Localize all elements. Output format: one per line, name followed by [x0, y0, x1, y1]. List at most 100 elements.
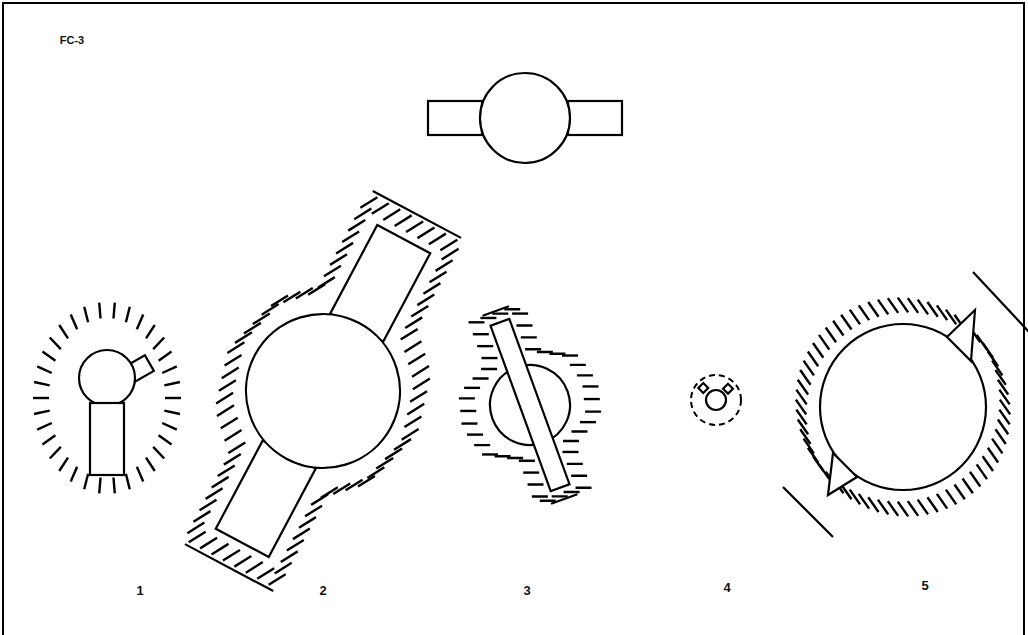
hatching [796, 298, 1010, 517]
hatch-stroke [988, 448, 998, 463]
hatch-stroke [992, 439, 1002, 454]
hatch-stroke [228, 438, 245, 458]
figure-code: FC-3 [60, 34, 84, 46]
hatch-stroke [537, 347, 553, 357]
hatch-stroke [126, 474, 130, 490]
hatch-stroke [918, 300, 928, 315]
hatch-stroke [859, 494, 869, 509]
hatch-stroke [868, 302, 878, 317]
hatch-stroke [999, 390, 1009, 405]
hatch-stroke [71, 467, 77, 482]
edge-line [551, 494, 577, 504]
hatch-stroke [405, 313, 422, 333]
hatching [140, 169, 505, 612]
hatch-stroke [221, 413, 238, 433]
hatch-stroke [246, 557, 263, 577]
hatch-stroke [383, 205, 400, 225]
hatch-stroke [528, 479, 544, 489]
hatch-stroke [257, 563, 274, 583]
hatch-stroke [212, 539, 229, 559]
satellite-body [706, 390, 726, 410]
solar-panel [428, 101, 482, 135]
hatch-stroke [460, 406, 476, 416]
hatch-stroke [308, 279, 325, 299]
hatch-stroke [159, 351, 172, 360]
hatch-stroke [482, 353, 498, 363]
hatch-stroke [234, 551, 251, 571]
hatch-stroke [908, 298, 918, 313]
hatch-stroke [571, 426, 587, 436]
hatch-stroke [796, 410, 806, 425]
hatch-stroke [808, 352, 818, 367]
hatch-stroke [927, 497, 937, 512]
hatch-stroke [495, 451, 511, 461]
hatch-stroke [200, 533, 217, 553]
hatch-stroke [878, 500, 888, 515]
solar-panel [723, 384, 733, 394]
hatch-stroke [126, 307, 130, 323]
hatch-stroke [372, 199, 389, 219]
hatch-stroke [459, 393, 475, 403]
figure-number: 3 [523, 583, 530, 598]
hatch-stroke [162, 366, 177, 373]
hatch-stroke [580, 417, 596, 427]
hatch-stroke [878, 300, 888, 315]
hatch-stroke [898, 298, 908, 313]
hatch-stroke [898, 502, 908, 517]
hatch-stroke [850, 490, 860, 505]
hatch-stroke [225, 350, 242, 370]
hatch-stroke [908, 501, 918, 516]
hatch-stroke [404, 337, 421, 357]
hatch-stroke [523, 467, 539, 477]
hatch-stroke [507, 453, 523, 463]
satellite-body [79, 350, 135, 406]
reference-satellite [428, 73, 622, 163]
satellite-view-4 [691, 375, 741, 425]
hatch-stroke [42, 351, 55, 360]
hatch-stroke [473, 373, 489, 383]
hatch-stroke [34, 411, 50, 414]
hatch-stroke [826, 328, 836, 343]
hatch-stroke [222, 363, 239, 383]
hatch-stroke [37, 423, 52, 430]
hatch-guide [41, 310, 173, 486]
hatch-stroke [71, 314, 77, 329]
hatch-stroke [162, 423, 177, 430]
hatch-stroke [800, 370, 810, 385]
hatch-stroke [562, 350, 578, 360]
hatch-stroke [412, 361, 429, 381]
hatch-stroke [584, 394, 600, 404]
edge-line [973, 272, 1028, 347]
satellite-view-2 [139, 166, 507, 615]
hatch-stroke [888, 298, 898, 313]
solar-panel [491, 319, 570, 491]
hatch-stroke [354, 204, 371, 224]
hatch-stroke [563, 436, 579, 446]
hatch-stroke [429, 229, 446, 249]
hatch-stroke [42, 435, 55, 444]
hatch-stroke [888, 501, 898, 516]
hatch-stroke [217, 401, 234, 421]
hatch-stroke [549, 349, 565, 359]
hatch-stroke [225, 425, 242, 445]
hatch-stroke [410, 386, 427, 406]
hatch-stroke [474, 440, 490, 450]
hatch-stroke [859, 305, 869, 320]
hatch-stroke [937, 494, 947, 509]
hatch-stroke [159, 435, 172, 444]
hatch-stroke [532, 491, 548, 501]
hatch-stroke [813, 343, 823, 358]
hatch-stroke [585, 407, 601, 417]
figure-number: 4 [723, 580, 730, 595]
hatch-stroke [927, 302, 937, 317]
satellite-body [480, 73, 570, 163]
hatch-stroke [833, 321, 843, 336]
hatch-stroke [137, 314, 143, 329]
hatch-stroke [84, 307, 88, 323]
hatch-stroke [84, 474, 88, 490]
hatch-stroke [963, 478, 973, 493]
hatch-stroke [99, 303, 100, 319]
hatch-stroke [868, 497, 878, 512]
